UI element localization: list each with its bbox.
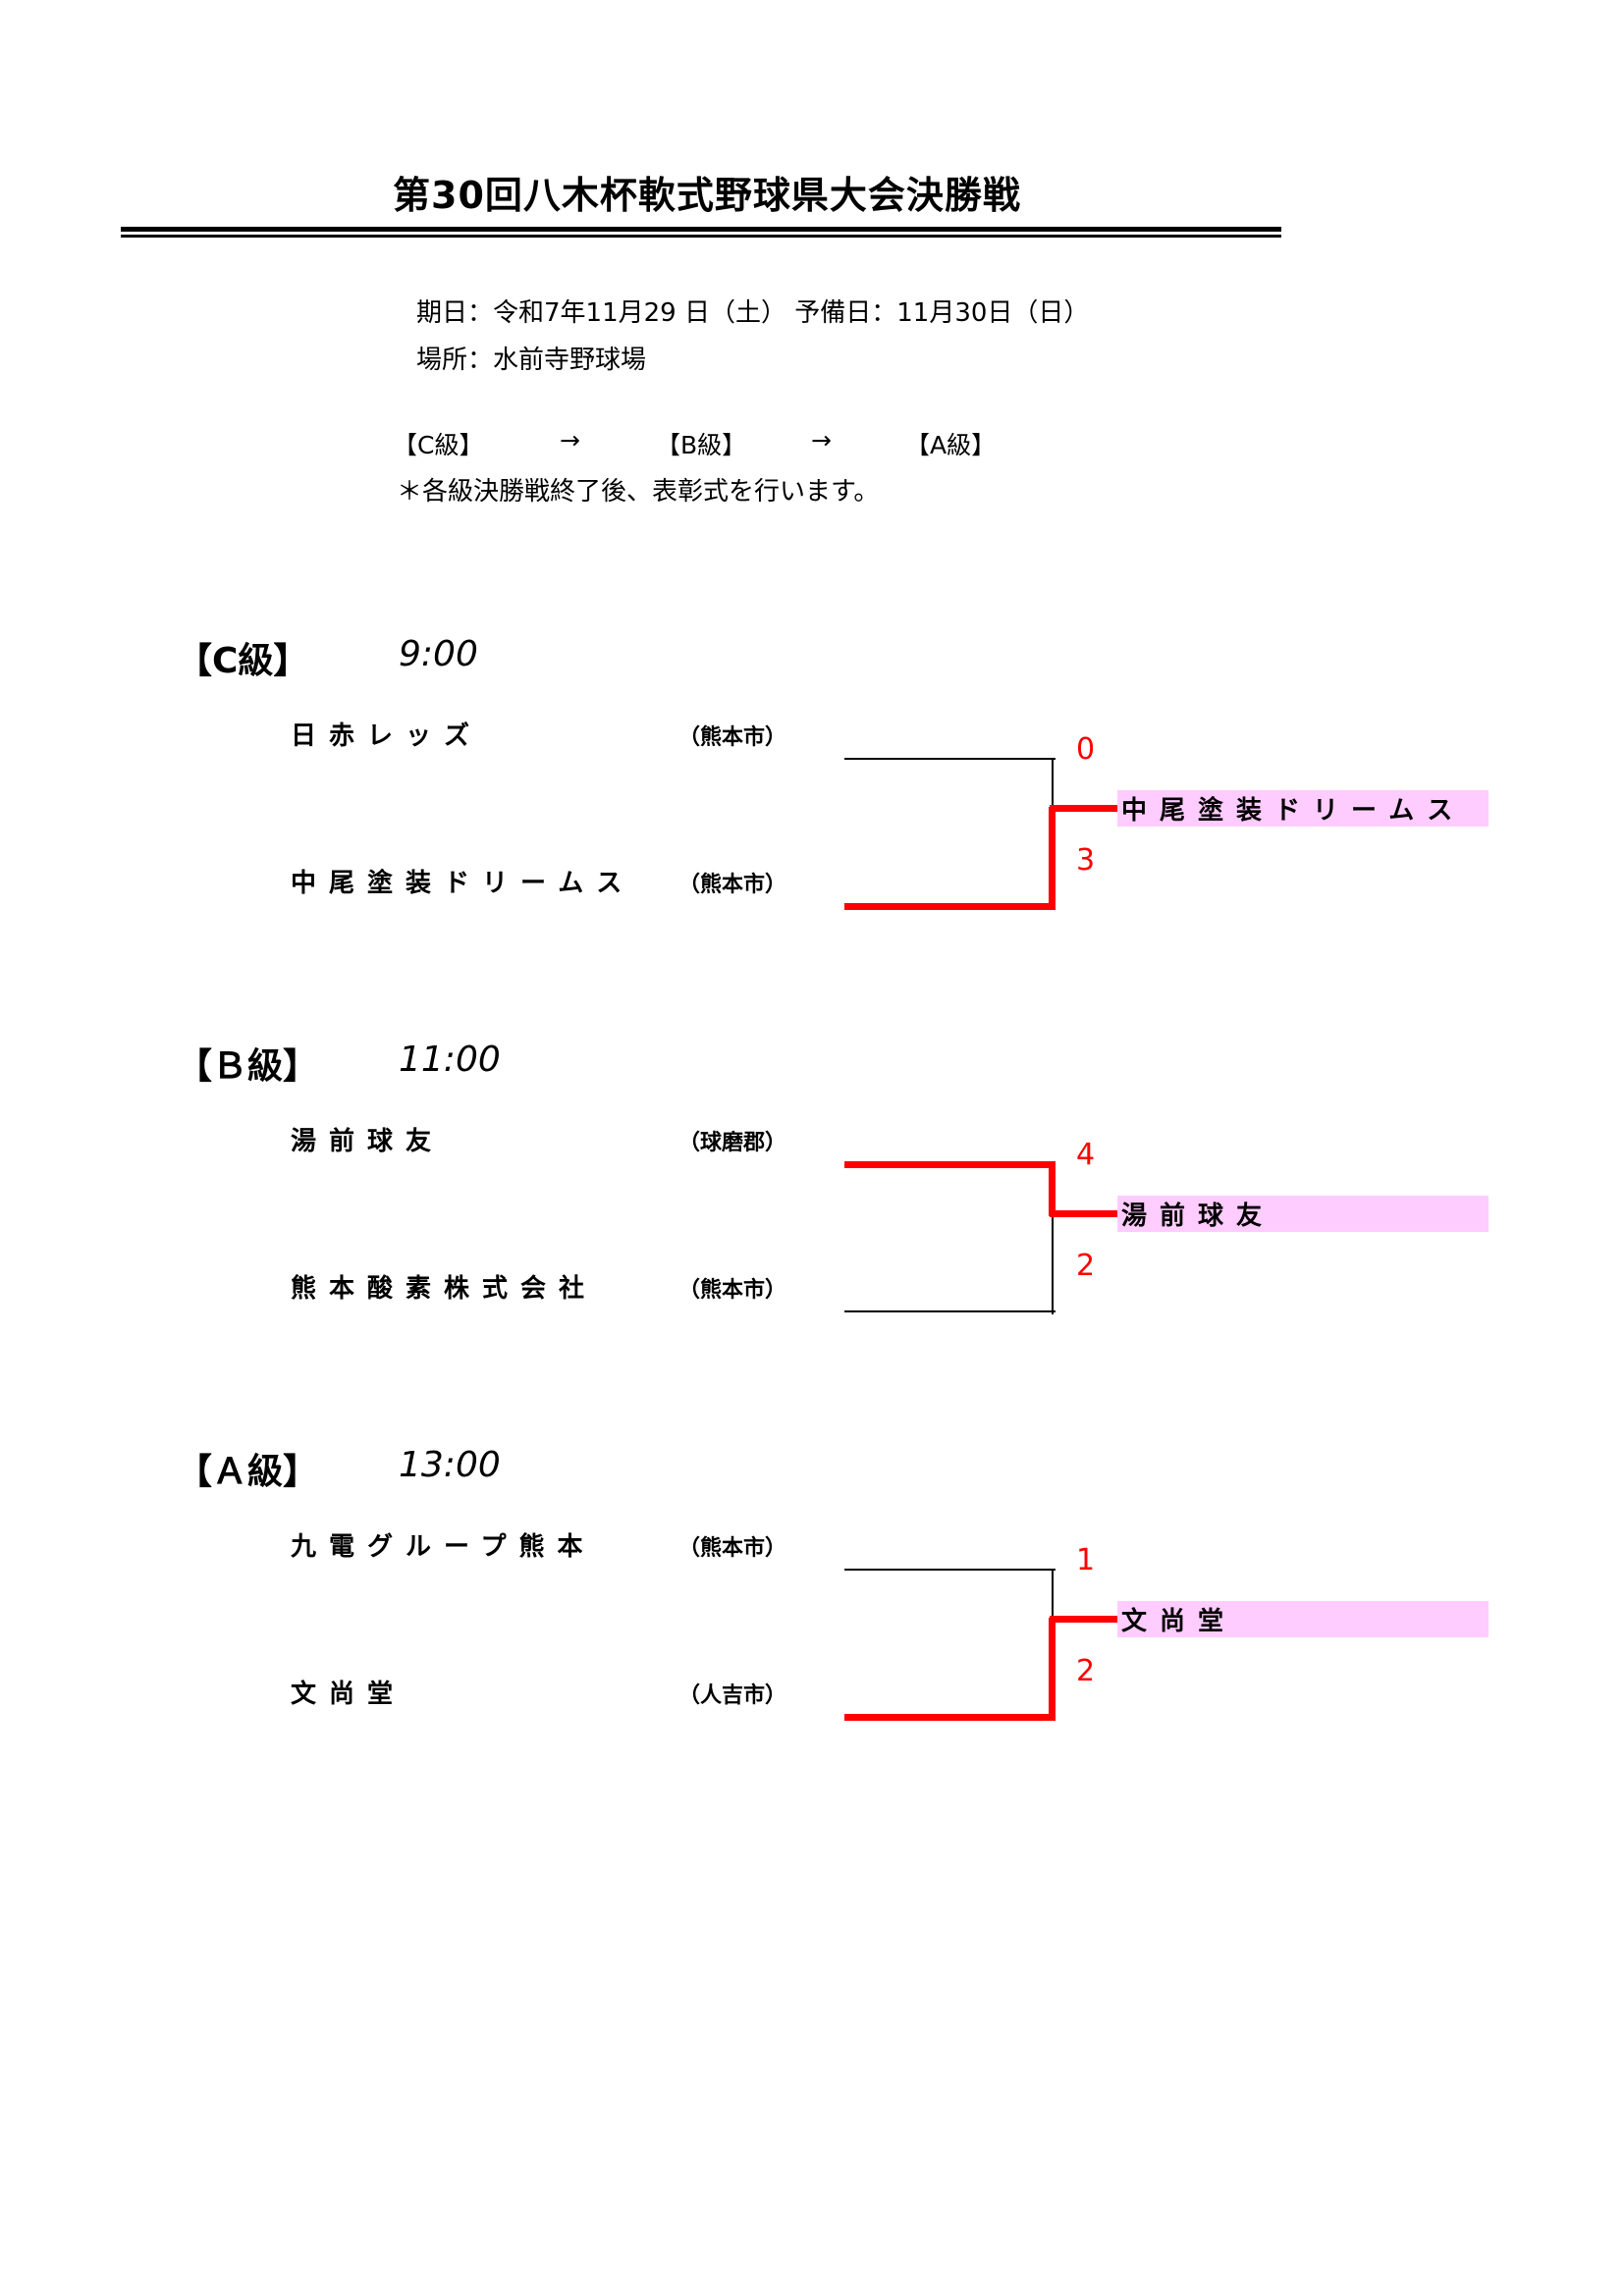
date-info: 期日：令和7年11月29 日（土） 予備日：11月30日（日） [416, 298, 1090, 328]
ceremony-note: ＊各級決勝戦終了後、表彰式を行います。 [397, 477, 880, 507]
bracket-line-team-2 [844, 1714, 1056, 1721]
bracket-line-team-1 [844, 1569, 1056, 1571]
bracket-line-winner [1050, 805, 1118, 812]
team-2-name: 文尚堂 [291, 1680, 406, 1709]
title-rule-thick [121, 227, 1281, 232]
start-time: 13:00 [399, 1445, 501, 1485]
bracket-line-team-2 [844, 903, 1056, 910]
team-1-city: （熊本市） [677, 1536, 786, 1561]
bracket-line-vertical-2 [1049, 1618, 1056, 1720]
winner-box: 中尾塗装ドリームス [1117, 790, 1489, 827]
team-1-city: （球磨郡） [677, 1131, 786, 1155]
bracket-line-vertical-2 [1049, 807, 1056, 909]
team-2-name: 熊本酸素株式会社 [291, 1274, 598, 1304]
winner-name: 中尾塗装ドリームス [1121, 796, 1466, 826]
bracket-line-team-2 [844, 1310, 1056, 1312]
winner-box: 文尚堂 [1117, 1601, 1489, 1637]
order-a: 【A級】 [905, 431, 997, 459]
bracket-line-vertical-1 [1049, 1163, 1056, 1216]
class-heading: 【C級】 [177, 641, 309, 681]
bracket-line-winner [1050, 1616, 1118, 1623]
team-2-score: 2 [1076, 1654, 1096, 1688]
team-2-city: （熊本市） [677, 873, 786, 897]
team-1-name: 湯前球友 [291, 1127, 445, 1156]
class-heading: 【Ａ級】 [177, 1452, 319, 1492]
team-2-name: 中尾塗装ドリームス [291, 869, 635, 898]
order-b: 【B級】 [656, 431, 747, 459]
bracket-line-vertical-1 [1052, 758, 1054, 811]
bracket-section: 【Ａ級】 13:00 九電グループ熊本 （熊本市） 文尚堂 （人吉市） 1 2 … [0, 1443, 1624, 1855]
team-1-name: 日赤レッズ [291, 721, 483, 751]
order-c: 【C級】 [393, 431, 484, 459]
title-rule-thin [121, 235, 1281, 238]
order-arrow-1: → [560, 426, 580, 454]
winner-name: 湯前球友 [1121, 1201, 1275, 1231]
venue-info: 場所：水前寺野球場 [416, 346, 647, 375]
team-1: 九電グループ熊本 （熊本市） [291, 1526, 786, 1563]
bracket-line-team-1 [844, 1161, 1056, 1168]
team-2-score: 2 [1076, 1249, 1096, 1283]
order-arrow-2: → [811, 426, 832, 454]
team-2: 文尚堂 （人吉市） [291, 1674, 786, 1710]
bracket-line-vertical-1 [1052, 1569, 1054, 1622]
team-2: 中尾塗装ドリームス （熊本市） [291, 863, 786, 899]
bracket-line-winner [1050, 1210, 1118, 1217]
start-time: 11:00 [399, 1040, 501, 1080]
team-1-city: （熊本市） [677, 725, 786, 750]
team-2: 熊本酸素株式会社 （熊本市） [291, 1268, 786, 1305]
page-title: 第30回八木杯軟式野球県大会決勝戦 [393, 174, 1021, 217]
bracket-line-vertical-2 [1052, 1212, 1054, 1314]
team-2-city: （人吉市） [677, 1683, 786, 1708]
team-2-score: 3 [1076, 843, 1096, 878]
bracket-line-team-1 [844, 758, 1056, 760]
team-1: 湯前球友 （球磨郡） [291, 1121, 786, 1157]
start-time: 9:00 [399, 634, 478, 674]
team-1-score: 0 [1076, 732, 1096, 767]
team-1-name: 九電グループ熊本 [291, 1532, 596, 1562]
winner-name: 文尚堂 [1121, 1607, 1237, 1636]
team-1-score: 4 [1076, 1138, 1096, 1172]
bracket-section: 【C級】 9:00 日赤レッズ （熊本市） 中尾塗装ドリームス （熊本市） 0 … [0, 632, 1624, 1044]
team-1-score: 1 [1076, 1543, 1096, 1577]
team-2-city: （熊本市） [677, 1278, 786, 1303]
winner-box: 湯前球友 [1117, 1196, 1489, 1232]
class-heading: 【Ｂ級】 [177, 1046, 319, 1087]
bracket-section: 【Ｂ級】 11:00 湯前球友 （球磨郡） 熊本酸素株式会社 （熊本市） 4 2… [0, 1038, 1624, 1450]
team-1: 日赤レッズ （熊本市） [291, 716, 786, 752]
